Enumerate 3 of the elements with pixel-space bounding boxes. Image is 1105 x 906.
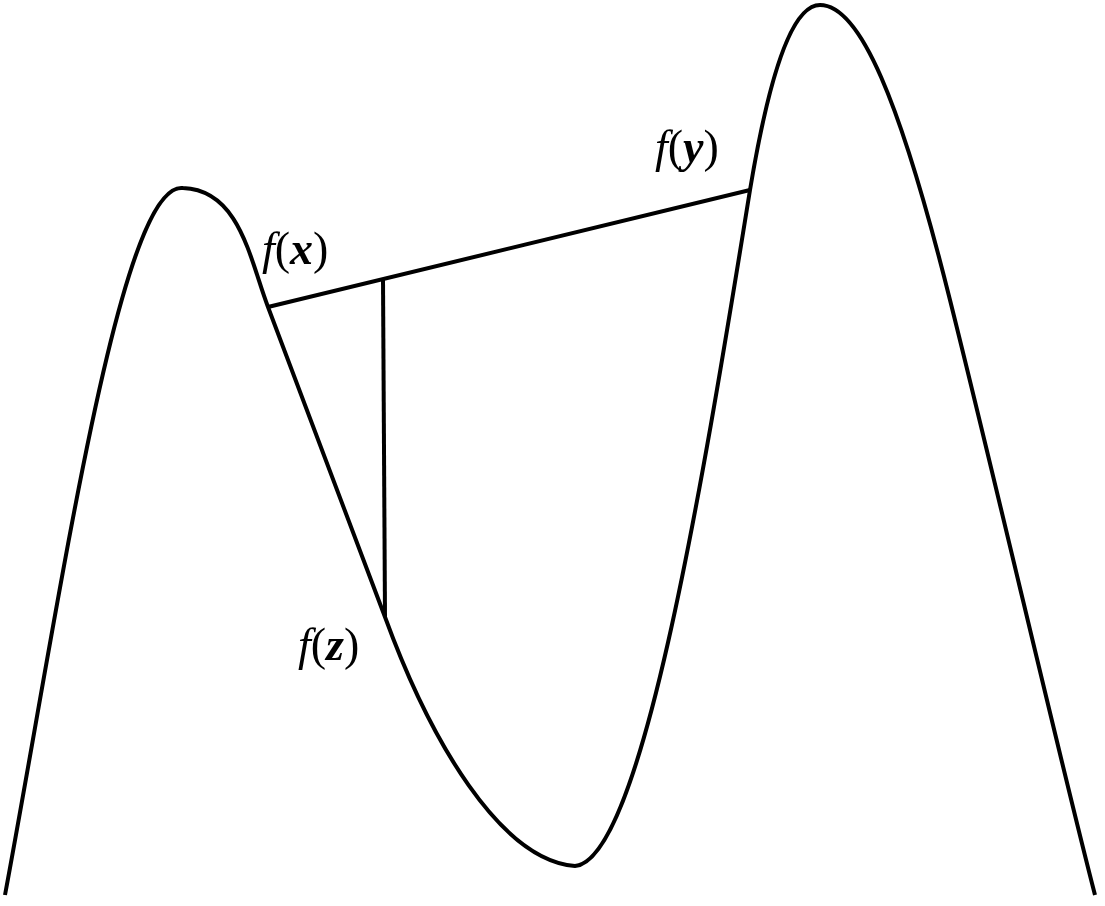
point-label: f(z) [298, 622, 360, 668]
point-label: f(x) [262, 226, 329, 272]
point-label: f(y) [655, 124, 719, 170]
